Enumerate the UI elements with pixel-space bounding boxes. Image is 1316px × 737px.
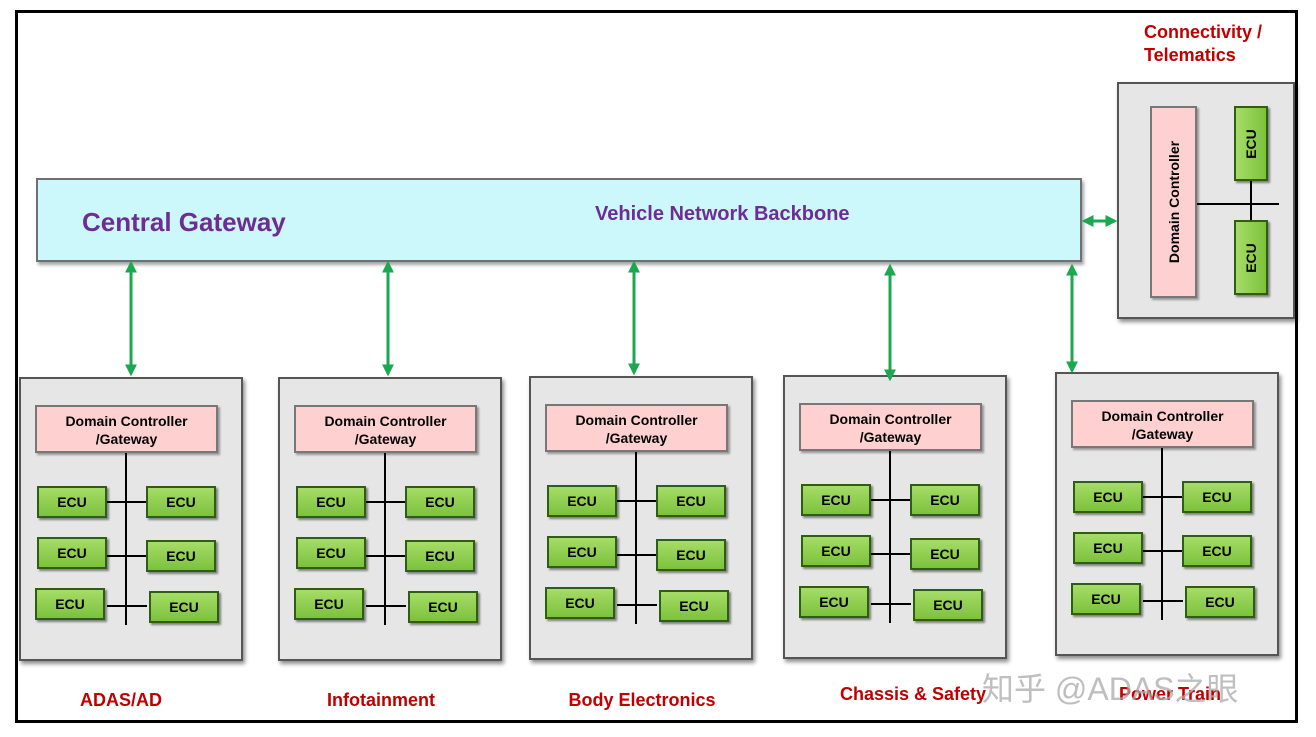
bus-branch [617, 554, 657, 556]
domain-controller-line1: Domain Controller [65, 413, 188, 429]
domain-box-adas: Domain Controller /Gateway ECU ECU ECU E… [19, 377, 243, 661]
domain-controller-line1: Domain Controller [324, 413, 447, 429]
ecu: ECU [296, 486, 366, 518]
ecu: ECU [1073, 481, 1143, 513]
domain-controller: Domain Controller /Gateway [294, 405, 477, 453]
connectivity-title-line1: Connectivity / [1144, 22, 1263, 42]
ecu: ECU [801, 484, 871, 516]
domain-controller-line2: /Gateway [605, 430, 668, 446]
ecu: ECU [910, 538, 980, 570]
connectivity-title: Connectivity / Telematics [1144, 21, 1262, 67]
ecu: ECU [913, 589, 983, 621]
domain-label-chassis-safety: Chassis & Safety [839, 684, 987, 704]
bus-branch [107, 555, 147, 557]
ecu: ECU [408, 591, 478, 623]
bus-branch [871, 499, 911, 501]
domain-controller-line2: /Gateway [859, 429, 922, 445]
domain-controller-line1: Domain Controller [829, 411, 952, 427]
domain-controller-line1: Domain Controller [575, 412, 698, 428]
central-gateway-title: Central Gateway [82, 207, 286, 237]
domain-controller: Domain Controller /Gateway [1071, 400, 1254, 448]
connectivity-domain-box: Domain Controller ECU ECU [1117, 82, 1295, 319]
domain-controller-line2: /Gateway [354, 431, 417, 447]
ecu: ECU [1182, 481, 1252, 513]
domain-label-body-electronics: Body Electronics [568, 690, 716, 710]
connectivity-title-line2: Telematics [1144, 45, 1236, 65]
bus-branch [366, 501, 406, 503]
bus-branch [1143, 600, 1183, 602]
domain-bus [635, 452, 637, 624]
bus-branch [107, 605, 147, 607]
domain-controller-line2: /Gateway [95, 431, 158, 447]
domain-bus [889, 451, 891, 623]
domain-controller-line2: /Gateway [1131, 426, 1194, 442]
domain-bus [125, 453, 127, 625]
ecu: ECU [146, 540, 216, 572]
ecu: ECU [656, 539, 726, 571]
bus-branch [617, 604, 657, 606]
central-gateway-bar: Central Gateway Vehicle Network Backbone [36, 178, 1082, 262]
ecu: ECU [294, 588, 364, 620]
domain-box-power-train: Domain Controller /Gateway ECU ECU ECU E… [1055, 372, 1279, 656]
ecu: ECU [659, 590, 729, 622]
ecu: ECU [37, 537, 107, 569]
ecu: ECU [405, 540, 475, 572]
connectivity-ecu: ECU [1234, 220, 1268, 295]
ecu: ECU [1185, 586, 1255, 618]
ecu: ECU [149, 591, 219, 623]
bus-branch [366, 605, 406, 607]
ecu: ECU [801, 535, 871, 567]
bus-branch [107, 501, 147, 503]
ecu: ECU [547, 485, 617, 517]
domain-label-power-train: Power Train [1118, 684, 1222, 704]
bus-branch [366, 555, 406, 557]
ecu: ECU [296, 537, 366, 569]
ecu-label: ECU [1243, 128, 1259, 159]
connectivity-domain-controller-label: Domain Controller [1165, 140, 1182, 264]
ecu: ECU [656, 485, 726, 517]
bus-branch [871, 603, 911, 605]
domain-label-infotainment: Infotainment [327, 690, 435, 710]
bus-branch [617, 500, 657, 502]
ecu: ECU [910, 484, 980, 516]
domain-bus [384, 453, 386, 625]
connectivity-bus-horizontal [1197, 203, 1279, 205]
ecu: ECU [799, 586, 869, 618]
domain-bus [1161, 448, 1163, 620]
domain-controller: Domain Controller /Gateway [799, 403, 982, 451]
connectivity-domain-controller: Domain Controller [1150, 106, 1197, 298]
bus-branch [871, 553, 911, 555]
domain-controller: Domain Controller /Gateway [545, 404, 728, 452]
domain-box-body-electronics: Domain Controller /Gateway ECU ECU ECU E… [529, 376, 753, 660]
ecu: ECU [37, 486, 107, 518]
ecu: ECU [1073, 532, 1143, 564]
bus-branch [1143, 550, 1183, 552]
domain-controller-line1: Domain Controller [1101, 408, 1224, 424]
ecu: ECU [1071, 583, 1141, 615]
ecu: ECU [547, 536, 617, 568]
ecu: ECU [35, 588, 105, 620]
connectivity-ecu: ECU [1234, 106, 1268, 181]
bus-branch [1143, 496, 1183, 498]
vehicle-network-backbone-label: Vehicle Network Backbone [595, 203, 850, 225]
ecu-label: ECU [1243, 242, 1259, 273]
diagram-frame [15, 10, 1298, 723]
ecu: ECU [146, 486, 216, 518]
ecu: ECU [1182, 535, 1252, 567]
ecu: ECU [545, 587, 615, 619]
domain-box-chassis-safety: Domain Controller /Gateway ECU ECU ECU E… [783, 375, 1007, 659]
ecu: ECU [405, 486, 475, 518]
domain-label-adas: ADAS/AD [79, 690, 163, 710]
domain-controller: Domain Controller /Gateway [35, 405, 218, 453]
domain-box-infotainment: Domain Controller /Gateway ECU ECU ECU E… [278, 377, 502, 661]
connectivity-bus-vertical [1250, 179, 1252, 221]
watermark: 知乎 @ADAS之眼 [982, 671, 1239, 707]
